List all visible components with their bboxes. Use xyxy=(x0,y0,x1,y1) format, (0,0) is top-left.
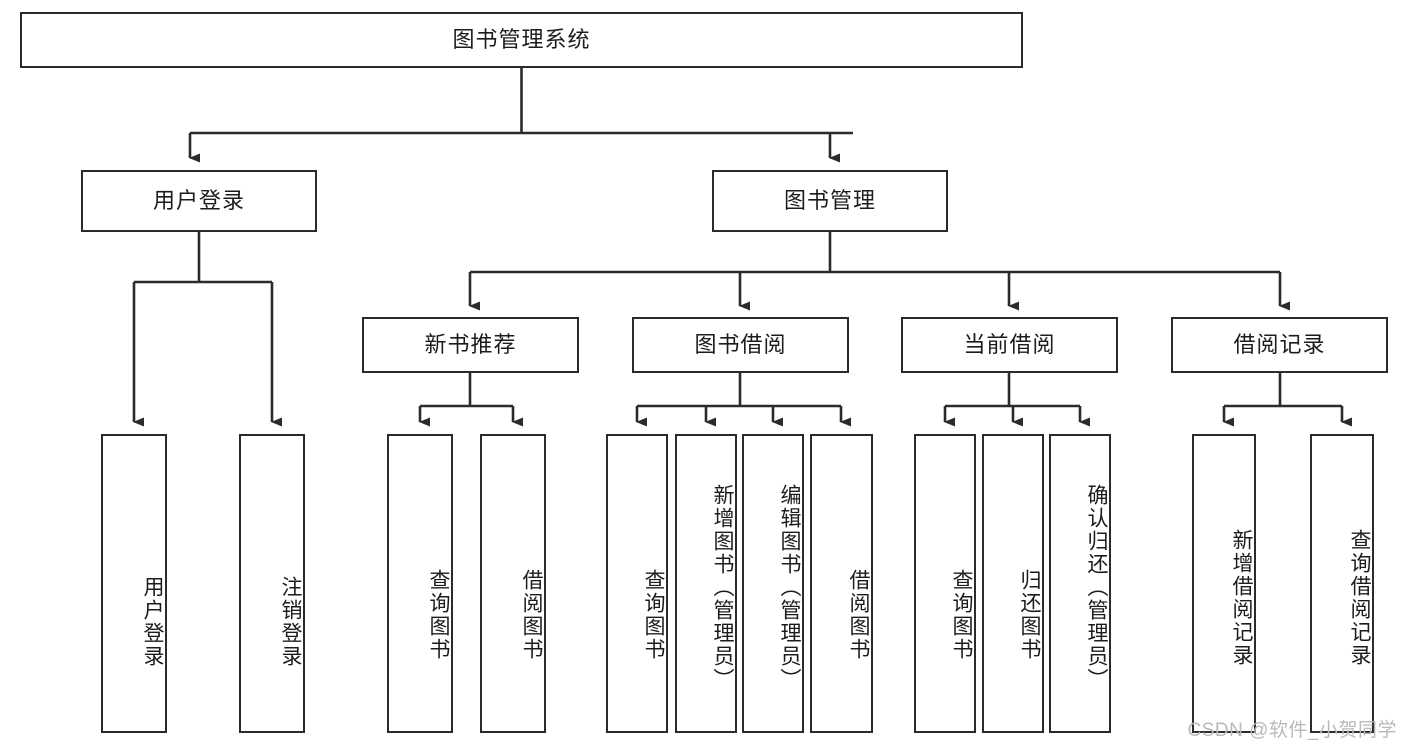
node-leaf-query-book-cur[interactable]: 查询图书 xyxy=(914,434,976,733)
node-user-login[interactable]: 用户登录 xyxy=(81,170,317,232)
node-root-label: 图书管理系统 xyxy=(452,26,591,52)
node-borrow-record-label: 借阅记录 xyxy=(1233,331,1326,357)
node-borrow-record[interactable]: 借阅记录 xyxy=(1171,317,1388,373)
node-user-login-label: 用户登录 xyxy=(152,187,245,213)
node-leaf-query-record[interactable]: 查询借阅记录 xyxy=(1310,434,1374,733)
node-leaf-query-record-label: 查询借阅记录 xyxy=(1348,528,1371,667)
csdn-watermark: CSDN @软件_小贺同学 xyxy=(1187,720,1397,741)
node-current-borrow-label: 当前借阅 xyxy=(963,331,1056,357)
node-root[interactable]: 图书管理系统 xyxy=(20,12,1023,68)
node-leaf-edit-book[interactable]: 编辑图书（管理员） xyxy=(742,434,804,733)
node-leaf-query-book-borrow[interactable]: 查询图书 xyxy=(606,434,668,733)
node-leaf-user-login-label: 用户登录 xyxy=(141,575,164,668)
node-leaf-borrow-book-rec-label: 借阅图书 xyxy=(520,568,543,661)
node-leaf-query-book-cur-label: 查询图书 xyxy=(950,568,973,661)
node-current-borrow[interactable]: 当前借阅 xyxy=(901,317,1118,373)
node-leaf-add-record-label: 新增借阅记录 xyxy=(1230,528,1253,667)
node-leaf-query-book-rec[interactable]: 查询图书 xyxy=(387,434,453,733)
node-leaf-confirm-return[interactable]: 确认归还（管理员） xyxy=(1049,434,1111,733)
node-book-borrow[interactable]: 图书借阅 xyxy=(632,317,849,373)
node-new-book-rec-label: 新书推荐 xyxy=(424,331,517,357)
node-leaf-return-book[interactable]: 归还图书 xyxy=(982,434,1044,733)
node-book-manage-label: 图书管理 xyxy=(783,187,876,213)
node-leaf-add-book-label: 新增图书（管理员） xyxy=(711,484,734,691)
node-leaf-return-book-label: 归还图书 xyxy=(1018,568,1041,661)
node-leaf-borrow-book[interactable]: 借阅图书 xyxy=(810,434,873,733)
node-leaf-query-book-rec-label: 查询图书 xyxy=(427,568,450,661)
node-leaf-user-login[interactable]: 用户登录 xyxy=(101,434,167,733)
node-leaf-user-logout-label: 注销登录 xyxy=(279,575,302,668)
node-new-book-rec[interactable]: 新书推荐 xyxy=(362,317,579,373)
node-leaf-add-book[interactable]: 新增图书（管理员） xyxy=(675,434,737,733)
node-book-borrow-label: 图书借阅 xyxy=(694,331,787,357)
node-leaf-borrow-book-rec[interactable]: 借阅图书 xyxy=(480,434,546,733)
node-leaf-edit-book-label: 编辑图书（管理员） xyxy=(778,484,801,691)
node-leaf-user-logout[interactable]: 注销登录 xyxy=(239,434,305,733)
node-leaf-add-record[interactable]: 新增借阅记录 xyxy=(1192,434,1256,733)
node-book-manage[interactable]: 图书管理 xyxy=(712,170,948,232)
node-leaf-query-book-borrow-label: 查询图书 xyxy=(642,568,665,661)
node-leaf-borrow-book-label: 借阅图书 xyxy=(847,568,870,661)
node-leaf-confirm-return-label: 确认归还（管理员） xyxy=(1085,484,1108,691)
